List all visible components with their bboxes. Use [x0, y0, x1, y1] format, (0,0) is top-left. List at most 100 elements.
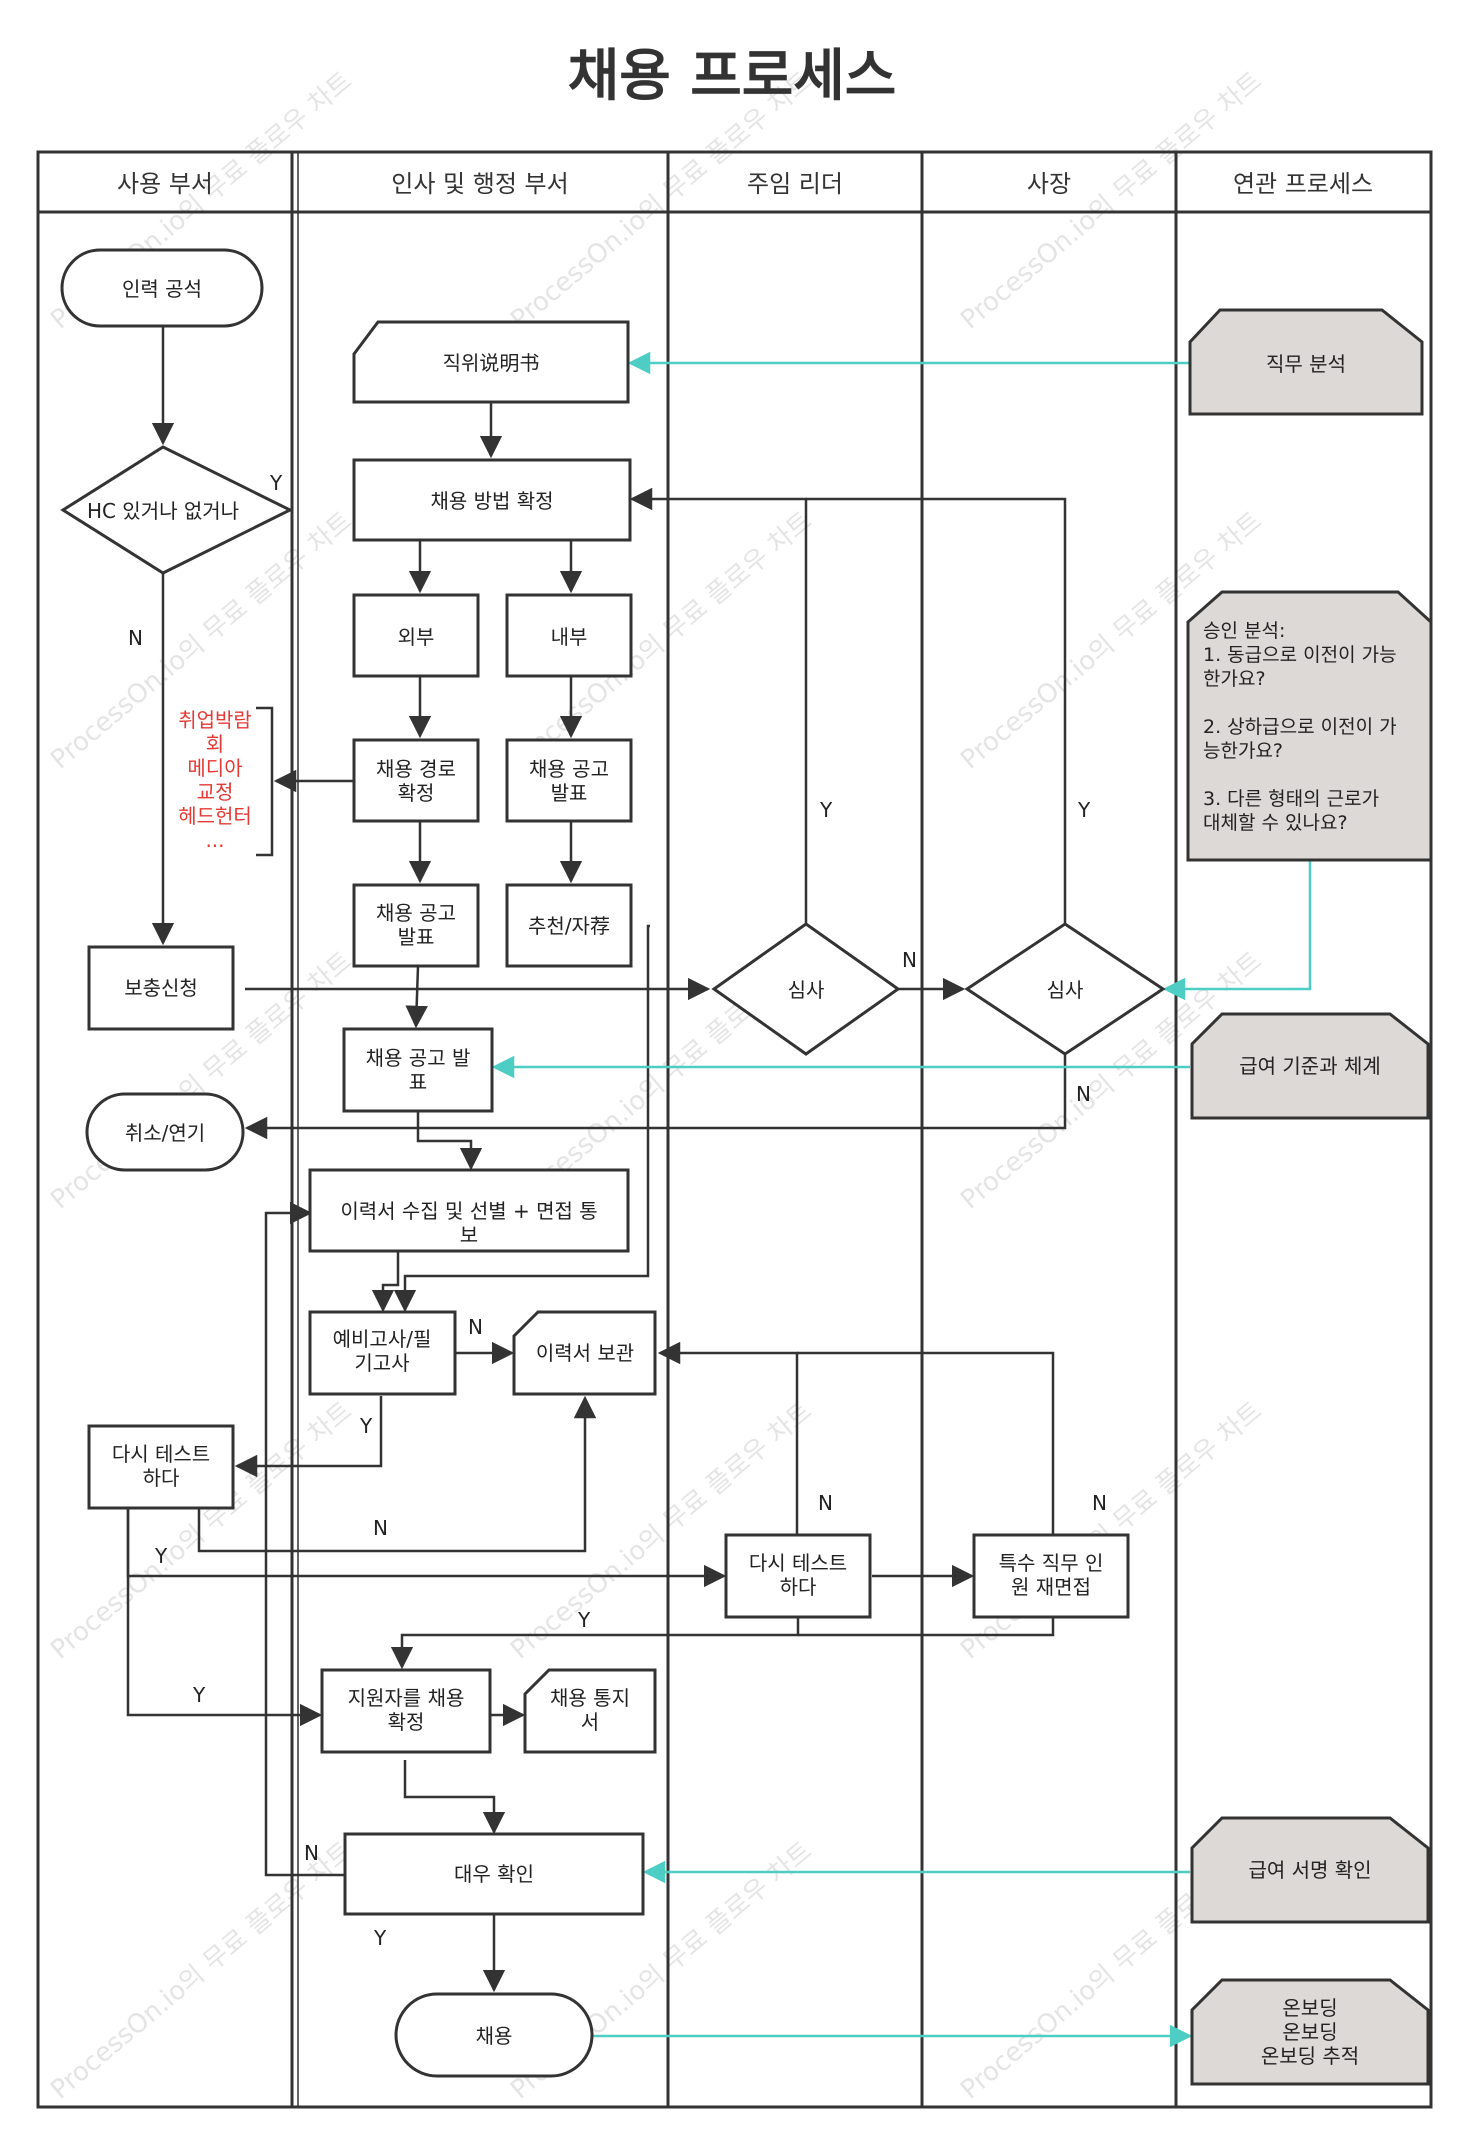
channel-list: 취업박람 회 메디아 교정 헤드헌터 ... [178, 708, 252, 852]
job-analysis-node[interactable]: 직무 분석 [1188, 308, 1424, 416]
offer-confirm-node[interactable]: 대우 확인 [343, 1832, 645, 1916]
svg-text:Y: Y [577, 1608, 591, 1632]
svg-text:지원자를 채용: 지원자를 채용 [348, 1686, 465, 1710]
svg-text:심사: 심사 [788, 978, 825, 1002]
salary-sign-node[interactable]: 급여 서명 확인 [1190, 1816, 1430, 1924]
svg-text:ProcessOn.io의 무료 플로우 차트: ProcessOn.io의 무료 플로우 차트 [955, 1396, 1268, 1665]
svg-text:메디아: 메디아 [187, 756, 242, 780]
cancel-node[interactable]: 취소/연기 [85, 1092, 245, 1172]
svg-text:하다: 하다 [143, 1466, 180, 1490]
lane-header-related: 연관 프로세스 [1233, 170, 1373, 198]
swimlane-frame [36, 150, 1433, 2109]
svg-text:보충신청: 보충신청 [124, 976, 198, 1000]
svg-text:N: N [128, 626, 143, 650]
svg-text:추천/자荐: 추천/자荐 [528, 914, 610, 938]
svg-text:N: N [468, 1315, 483, 1339]
external-node[interactable]: 외부 [352, 593, 480, 678]
svg-text:다시 테스트: 다시 테스트 [749, 1551, 847, 1575]
final-post-node[interactable]: 채용 공고 발 표 [342, 1027, 494, 1113]
svg-text:Y: Y [1077, 798, 1091, 822]
hire-end-node[interactable]: 채용 [394, 1992, 594, 2078]
lane-header-hr-dept: 인사 및 행정 부서 [391, 170, 568, 198]
svg-text:N: N [1076, 1082, 1091, 1106]
svg-text:교정: 교정 [197, 780, 234, 804]
offer-letter-node[interactable]: 채용 통지 서 [523, 1668, 657, 1754]
svg-text:이력서 보관: 이력서 보관 [536, 1341, 634, 1365]
salary-standard-node[interactable]: 급여 기준과 체계 [1190, 1012, 1430, 1120]
svg-text:원 재면접: 원 재면접 [1011, 1575, 1091, 1599]
svg-text:기고사: 기고사 [354, 1351, 409, 1375]
svg-text:하다: 하다 [780, 1575, 817, 1599]
job-description-node[interactable]: 직위说明书 [352, 320, 630, 404]
svg-text:취업박람: 취업박람 [178, 708, 252, 732]
svg-text:온보딩: 온보딩 [1282, 1996, 1337, 2020]
internal-post-node[interactable]: 채용 공고 발표 [505, 738, 633, 823]
svg-text:외부: 외부 [398, 625, 435, 649]
retest-node-user[interactable]: 다시 테스트 하다 [87, 1424, 235, 1510]
svg-text:승인 분석:: 승인 분석: [1203, 620, 1285, 642]
svg-text:표: 표 [409, 1070, 427, 1094]
svg-text:발표: 발표 [398, 925, 435, 949]
svg-text:N: N [373, 1516, 388, 1540]
svg-text:Y: Y [359, 1414, 373, 1438]
svg-text:확정: 확정 [398, 781, 435, 805]
svg-text:온보딩: 온보딩 [1282, 2020, 1337, 2044]
svg-text:채용 통지: 채용 통지 [550, 1686, 630, 1710]
svg-text:한가요?: 한가요? [1203, 668, 1266, 690]
cyan-edges [491, 351, 1312, 2048]
lane-header-president: 사장 [1027, 170, 1071, 198]
lane-header-user-dept: 사용 부서 [117, 170, 213, 198]
svg-text:N: N [304, 1841, 319, 1865]
lead-review-decision[interactable]: 심사 [711, 922, 901, 1056]
svg-text:Y: Y [373, 1926, 387, 1950]
svg-text:대우 확인: 대우 확인 [454, 1862, 534, 1886]
president-review-decision[interactable]: 심사 [964, 922, 1166, 1056]
recommend-node[interactable]: 추천/자荐 [505, 883, 633, 968]
svg-text:2. 상하급으로 이전이 가: 2. 상하급으로 이전이 가 [1203, 716, 1397, 738]
external-post-node[interactable]: 채용 공고 발표 [352, 883, 480, 968]
channel-node[interactable]: 채용 경로 확정 [352, 738, 480, 823]
hc-decision[interactable]: HC 있거나 없거나 [60, 445, 294, 575]
svg-text:헤드헌터: 헤드헌터 [178, 804, 252, 828]
svg-text:Y: Y [154, 1544, 168, 1568]
svg-text:온보딩 추적: 온보딩 추적 [1261, 2044, 1359, 2068]
svg-text:예비고사/필: 예비고사/필 [333, 1327, 432, 1351]
svg-text:다시 테스트: 다시 테스트 [112, 1442, 210, 1466]
collect-node[interactable]: 이력서 수집 및 선별 + 면접 통 보 [308, 1168, 630, 1253]
svg-text:ProcessOn.io의 무료 플로우 차트: ProcessOn.io의 무료 플로우 차트 [45, 1836, 358, 2105]
svg-text:특수 직무 인: 특수 직무 인 [999, 1551, 1104, 1575]
svg-text:급여 기준과 체계: 급여 기준과 체계 [1239, 1054, 1381, 1078]
archive-node[interactable]: 이력서 보관 [512, 1310, 657, 1396]
svg-text:확정: 확정 [388, 1710, 425, 1734]
channels-bracket [256, 706, 274, 857]
svg-text:서: 서 [581, 1710, 599, 1734]
approval-note-node[interactable]: 승인 분석: 1. 동급으로 이전이 가능 한가요? 2. 상하급으로 이전이 … [1186, 590, 1433, 862]
svg-text:채용 공고: 채용 공고 [529, 757, 609, 781]
special-interview-node[interactable]: 특수 직무 인 원 재면접 [972, 1533, 1130, 1619]
internal-node[interactable]: 내부 [505, 593, 633, 678]
method-node[interactable]: 채용 방법 확정 [352, 458, 632, 542]
svg-text:심사: 심사 [1047, 978, 1084, 1002]
svg-text:1. 동급으로 이전이 가능: 1. 동급으로 이전이 가능 [1203, 644, 1397, 666]
confirm-candidate-node[interactable]: 지원자를 채용 확정 [320, 1668, 492, 1754]
pretest-node[interactable]: 예비고사/필 기고사 [308, 1310, 457, 1396]
supplement-node[interactable]: 보충신청 [87, 945, 235, 1031]
retest-node-lead[interactable]: 다시 테스트 하다 [724, 1533, 872, 1619]
svg-text:채용 경로: 채용 경로 [376, 757, 456, 781]
onboarding-node[interactable]: 온보딩 온보딩 온보딩 추적 [1190, 1978, 1430, 2086]
edge-labels: Y N Y Y N N N Y N Y N N Y Y N Y [128, 471, 1107, 1950]
svg-text:내부: 내부 [551, 625, 588, 649]
svg-text:회: 회 [206, 732, 224, 756]
start-node[interactable]: 인력 공석 [60, 248, 264, 328]
svg-text:능한가요?: 능한가요? [1203, 740, 1283, 762]
svg-text:N: N [818, 1491, 833, 1515]
svg-text:보: 보 [460, 1223, 478, 1247]
svg-text:ProcessOn.io의 무료 플로우 차트: ProcessOn.io의 무료 플로우 차트 [955, 66, 1268, 335]
svg-text:HC 있거나 없거나: HC 있거나 없거나 [87, 499, 239, 523]
svg-text:급여 서명 확인: 급여 서명 확인 [1248, 1858, 1371, 1882]
svg-text:취소/연기: 취소/연기 [125, 1121, 205, 1145]
svg-text:직위说明书: 직위说明书 [443, 351, 540, 375]
svg-text:인력 공석: 인력 공석 [122, 277, 202, 301]
svg-text:채용 공고 발: 채용 공고 발 [366, 1046, 471, 1070]
